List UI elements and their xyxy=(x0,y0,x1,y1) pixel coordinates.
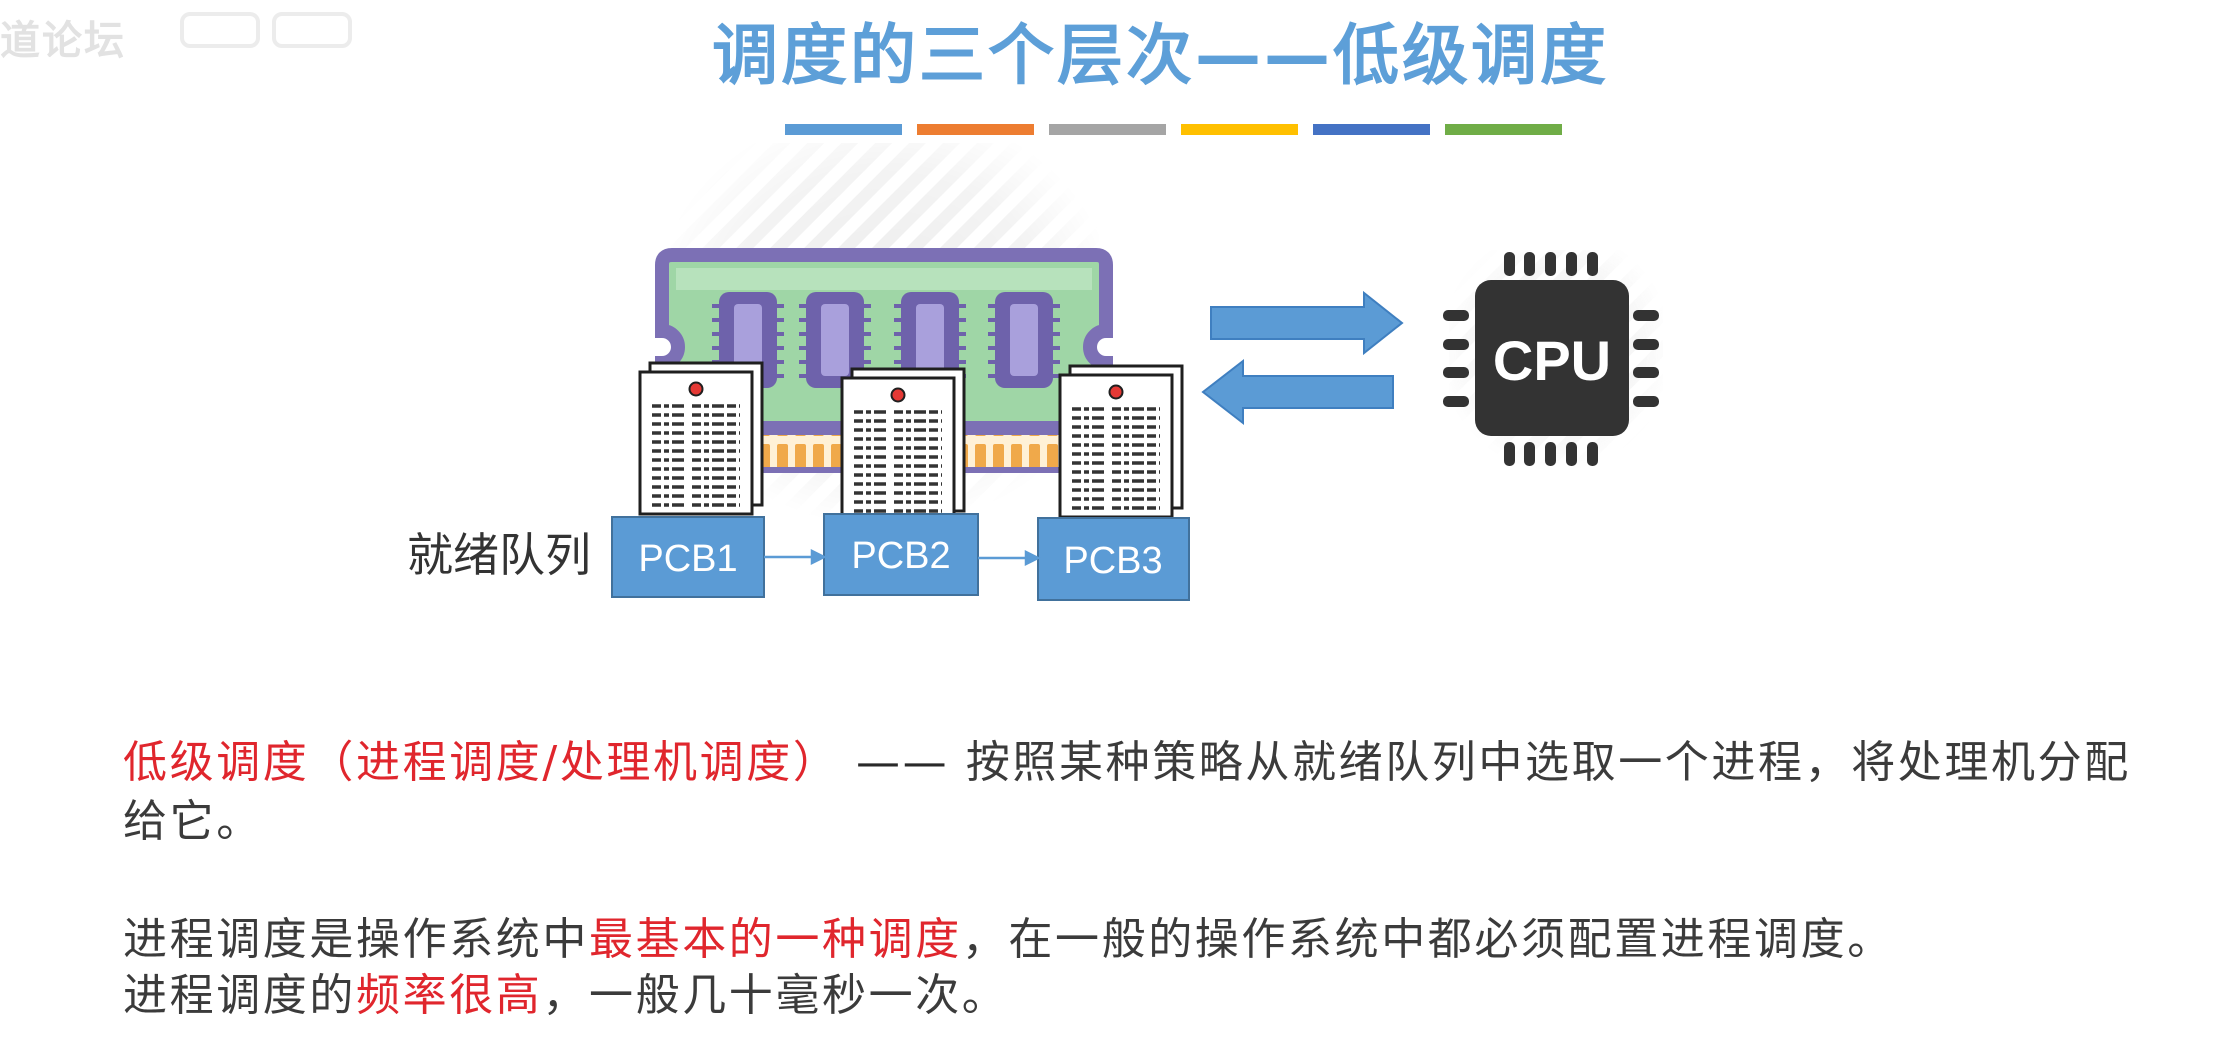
note-1-after: ，在一般的操作系统中都必须配置进程调度。 xyxy=(961,914,1894,965)
cpu-pins xyxy=(1443,252,1659,466)
pcb-box-1-rect xyxy=(611,516,765,598)
note-line-1: 进程调度是操作系统中最基本的一种调度，在一般的操作系统中都必须配置进程调度。 xyxy=(123,912,1894,968)
note-2-after: ，一般几十毫秒一次。 xyxy=(542,970,1009,1021)
pcb3-document-icon xyxy=(1058,364,1184,519)
bilibili-logo-icon xyxy=(272,12,352,48)
pcb1-document-icon xyxy=(638,361,764,516)
accent-bars xyxy=(785,124,1577,135)
accent-bar-orange xyxy=(917,124,1034,135)
accent-bar-dark-blue xyxy=(1313,124,1430,135)
accent-bar-gray xyxy=(1049,124,1166,135)
definition-term: 低级调度（进程调度/处理机调度） xyxy=(123,737,840,788)
queue-link-arrowhead-2 xyxy=(1024,549,1041,567)
accent-bar-green xyxy=(1445,124,1562,135)
ram-board-highlight xyxy=(676,268,1092,290)
pcb-box-2-rect xyxy=(823,513,979,596)
cpu-body xyxy=(1475,280,1629,436)
pcb-box-3-label: PCB3 xyxy=(1063,540,1162,582)
accent-bar-yellow xyxy=(1181,124,1298,135)
pcb-box-1: PCB1 xyxy=(611,516,765,598)
accent-bar-blue xyxy=(785,124,902,135)
slide-title: 调度的三个层次——低级调度 xyxy=(712,17,1609,94)
arrow-right-icon xyxy=(1210,290,1404,356)
pcb-box-3: PCB3 xyxy=(1037,517,1190,601)
definition-line-2: 给它。 xyxy=(123,796,263,847)
note-1-highlight: 最基本的一种调度 xyxy=(589,914,962,965)
pcb2-document-icon xyxy=(840,367,966,522)
definition-paragraph: 低级调度（进程调度/处理机调度） —— 按照某种策略从就绪队列中选取一个进程，将… xyxy=(123,733,2131,851)
pcb-box-2-label: PCB2 xyxy=(851,535,950,577)
note-2-highlight: 频率很高 xyxy=(356,970,543,1021)
definition-dash: —— xyxy=(839,737,966,788)
ram-chip-4 xyxy=(986,290,1062,390)
note-line-2: 进程调度的频率很高，一般几十毫秒一次。 xyxy=(123,968,1894,1024)
queue-link-arrowhead-1 xyxy=(810,548,827,566)
pcb-box-1-label: PCB1 xyxy=(638,538,737,580)
definition-text: 按照某种策略从就绪队列中选取一个进程，将处理机分配 xyxy=(965,737,2131,788)
note-2-before: 进程调度的 xyxy=(123,970,356,1021)
cpu-label: CPU xyxy=(1493,329,1611,392)
scheduling-diagram: 就绪队列 PCB1 PCB2 PCB3 xyxy=(407,143,1663,601)
watermark-text: 道论坛 xyxy=(0,18,126,64)
arrow-left-icon xyxy=(1201,358,1394,426)
bilibili-logo-icon xyxy=(180,12,260,48)
definition-line-1: 低级调度（进程调度/处理机调度） —— 按照某种策略从就绪队列中选取一个进程，将… xyxy=(123,733,2131,792)
notes-paragraph: 进程调度是操作系统中最基本的一种调度，在一般的操作系统中都必须配置进程调度。 进… xyxy=(123,912,1894,1024)
note-1-before: 进程调度是操作系统中 xyxy=(123,914,589,965)
ready-queue-label: 就绪队列 xyxy=(407,528,591,582)
cpu-chip-icon: CPU xyxy=(1443,252,1659,466)
pcb-box-2: PCB2 xyxy=(823,513,979,596)
pcb-box-3-rect xyxy=(1037,517,1190,601)
